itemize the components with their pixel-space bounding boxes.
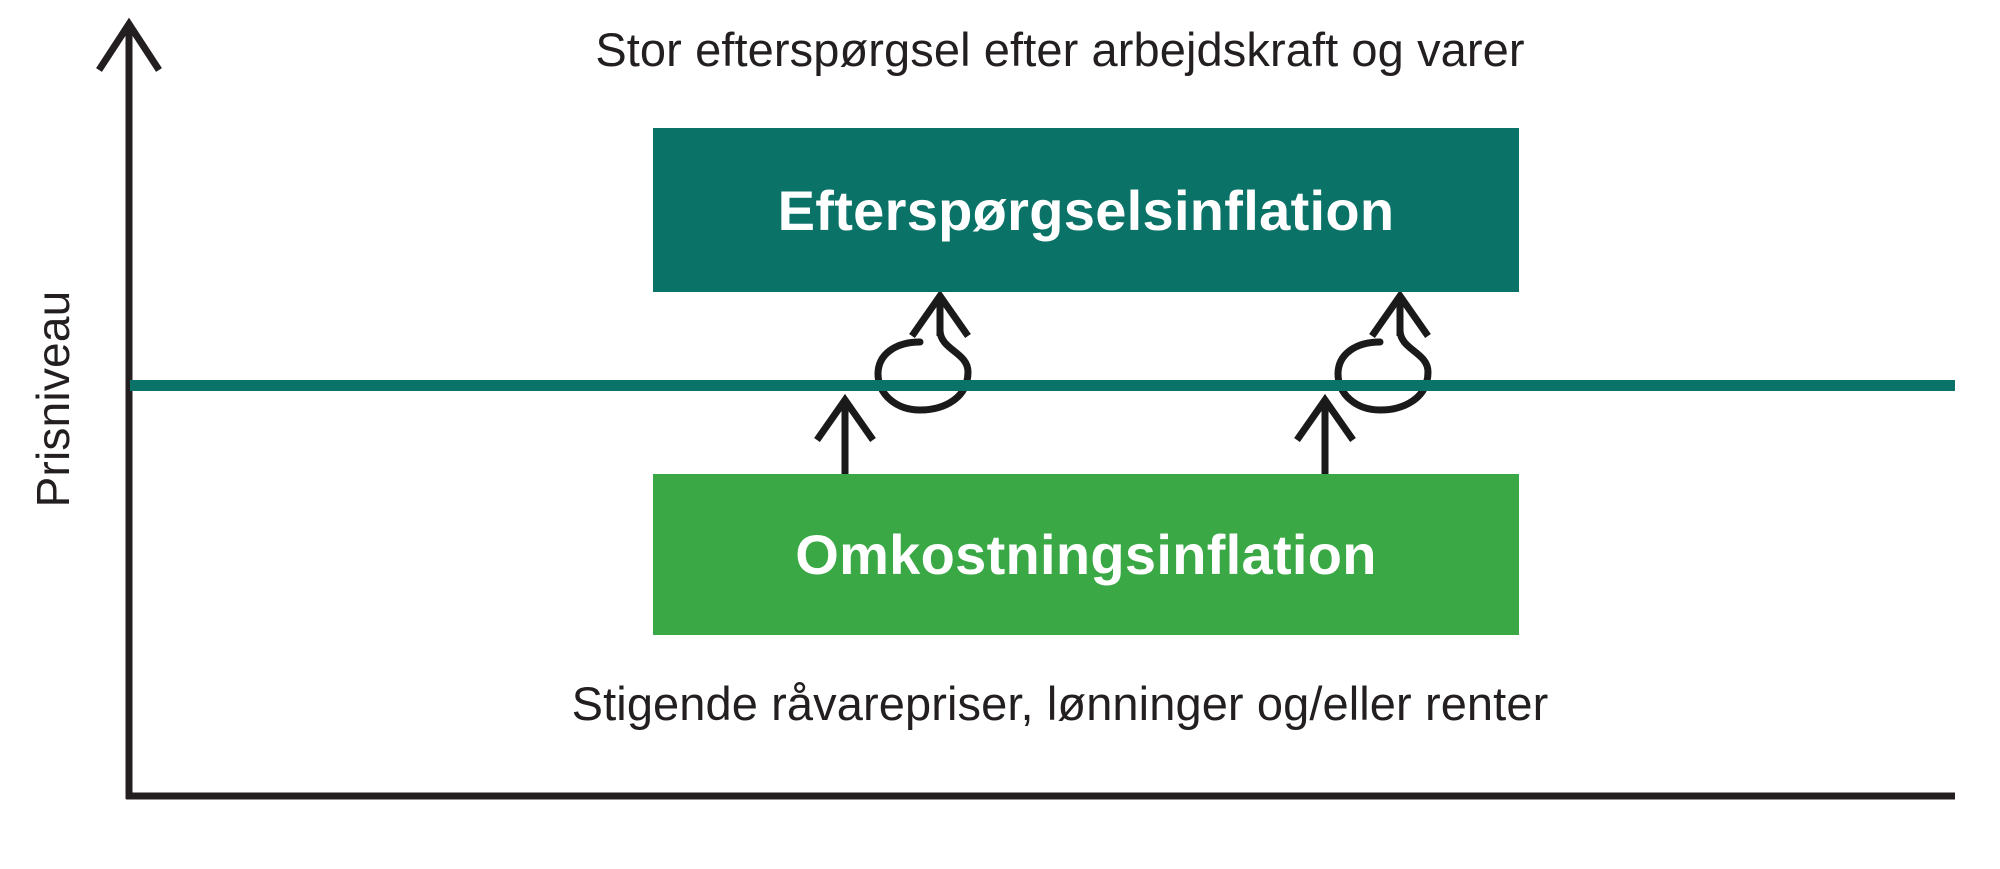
cost-push-arrow-left: [814, 393, 876, 474]
cost-push-inflation-box: Omkostningsinflation: [653, 474, 1519, 635]
demand-pull-inflation-box: Efterspørgselsinflation: [653, 128, 1519, 292]
demand-pull-loop-arrow-right: [1334, 289, 1432, 414]
bottom-caption: Stigende råvarepriser, lønninger og/elle…: [571, 677, 1549, 730]
cost-push-arrow-right: [1294, 393, 1356, 474]
demand-pull-inflation-label: Efterspørgselsinflation: [777, 178, 1395, 242]
demand-pull-loop-arrow-left: [874, 289, 972, 414]
cost-push-inflation-label: Omkostningsinflation: [795, 523, 1377, 586]
price-level-line: [130, 380, 1955, 391]
top-caption: Stor efterspørgsel efter arbejdskraft og…: [595, 23, 1525, 76]
y-axis-label: Prisniveau: [27, 290, 79, 508]
